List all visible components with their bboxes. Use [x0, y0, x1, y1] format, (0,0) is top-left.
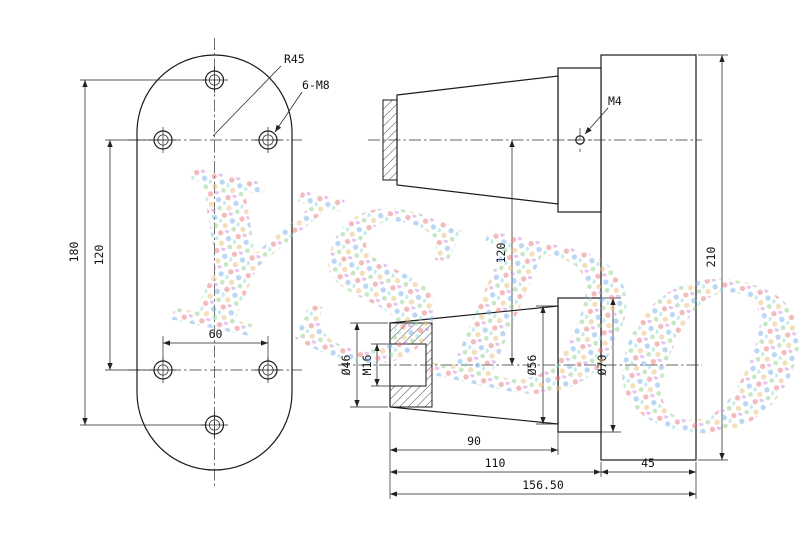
dim-45: 45 [601, 456, 697, 499]
flange-body [600, 54, 697, 461]
dim-180: 180 [67, 79, 207, 426]
top-housing: M4 [368, 67, 702, 213]
left-view: 180 120 60 R45 6-M8 [67, 38, 330, 487]
dim-60: 60 [162, 327, 269, 361]
right-view: M4 Ø46 M16 Ø56 [338, 54, 728, 499]
leader-r45: R45 [212, 52, 305, 137]
dim-label-dia70: Ø70 [595, 355, 609, 376]
bolt-hole [150, 357, 176, 383]
dim-label-156-50: 156.50 [522, 478, 564, 492]
leader-6m8: 6-M8 [274, 78, 330, 133]
dim-label-m16: M16 [360, 355, 374, 376]
oval-plate-outline [136, 54, 293, 471]
dim-dia56: Ø56 [525, 305, 556, 425]
dim-120-right: 120 [494, 140, 515, 365]
dim-label-110: 110 [485, 456, 506, 470]
bolt-hole [255, 127, 281, 153]
dim-label-60: 60 [209, 327, 223, 341]
dim-120-left: 120 [92, 139, 150, 371]
holes-label: 6-M8 [302, 78, 330, 92]
screw-label: M4 [608, 94, 622, 108]
dim-label-210: 210 [704, 247, 718, 268]
bottom-housing [338, 297, 702, 433]
dim-m16: M16 [360, 343, 389, 387]
dim-label-45: 45 [641, 456, 655, 470]
dim-label-180: 180 [67, 242, 81, 263]
dim-210: 210 [698, 54, 728, 461]
dim-label-dia56: Ø56 [525, 355, 539, 376]
bolt-holes [150, 67, 281, 438]
dim-label-120-right: 120 [494, 243, 508, 264]
radius-label: R45 [284, 52, 305, 66]
dim-dia46: Ø46 [339, 322, 388, 408]
dim-label-dia46: Ø46 [339, 355, 353, 376]
bolt-hole [150, 127, 176, 153]
dim-label-120-left: 120 [92, 245, 106, 266]
dim-90: 90 [389, 412, 559, 499]
dim-156-50: 156.50 [390, 478, 696, 497]
dim-110: 110 [390, 456, 602, 477]
dim-label-90: 90 [467, 434, 481, 448]
dim-dia70: Ø70 [595, 297, 621, 433]
